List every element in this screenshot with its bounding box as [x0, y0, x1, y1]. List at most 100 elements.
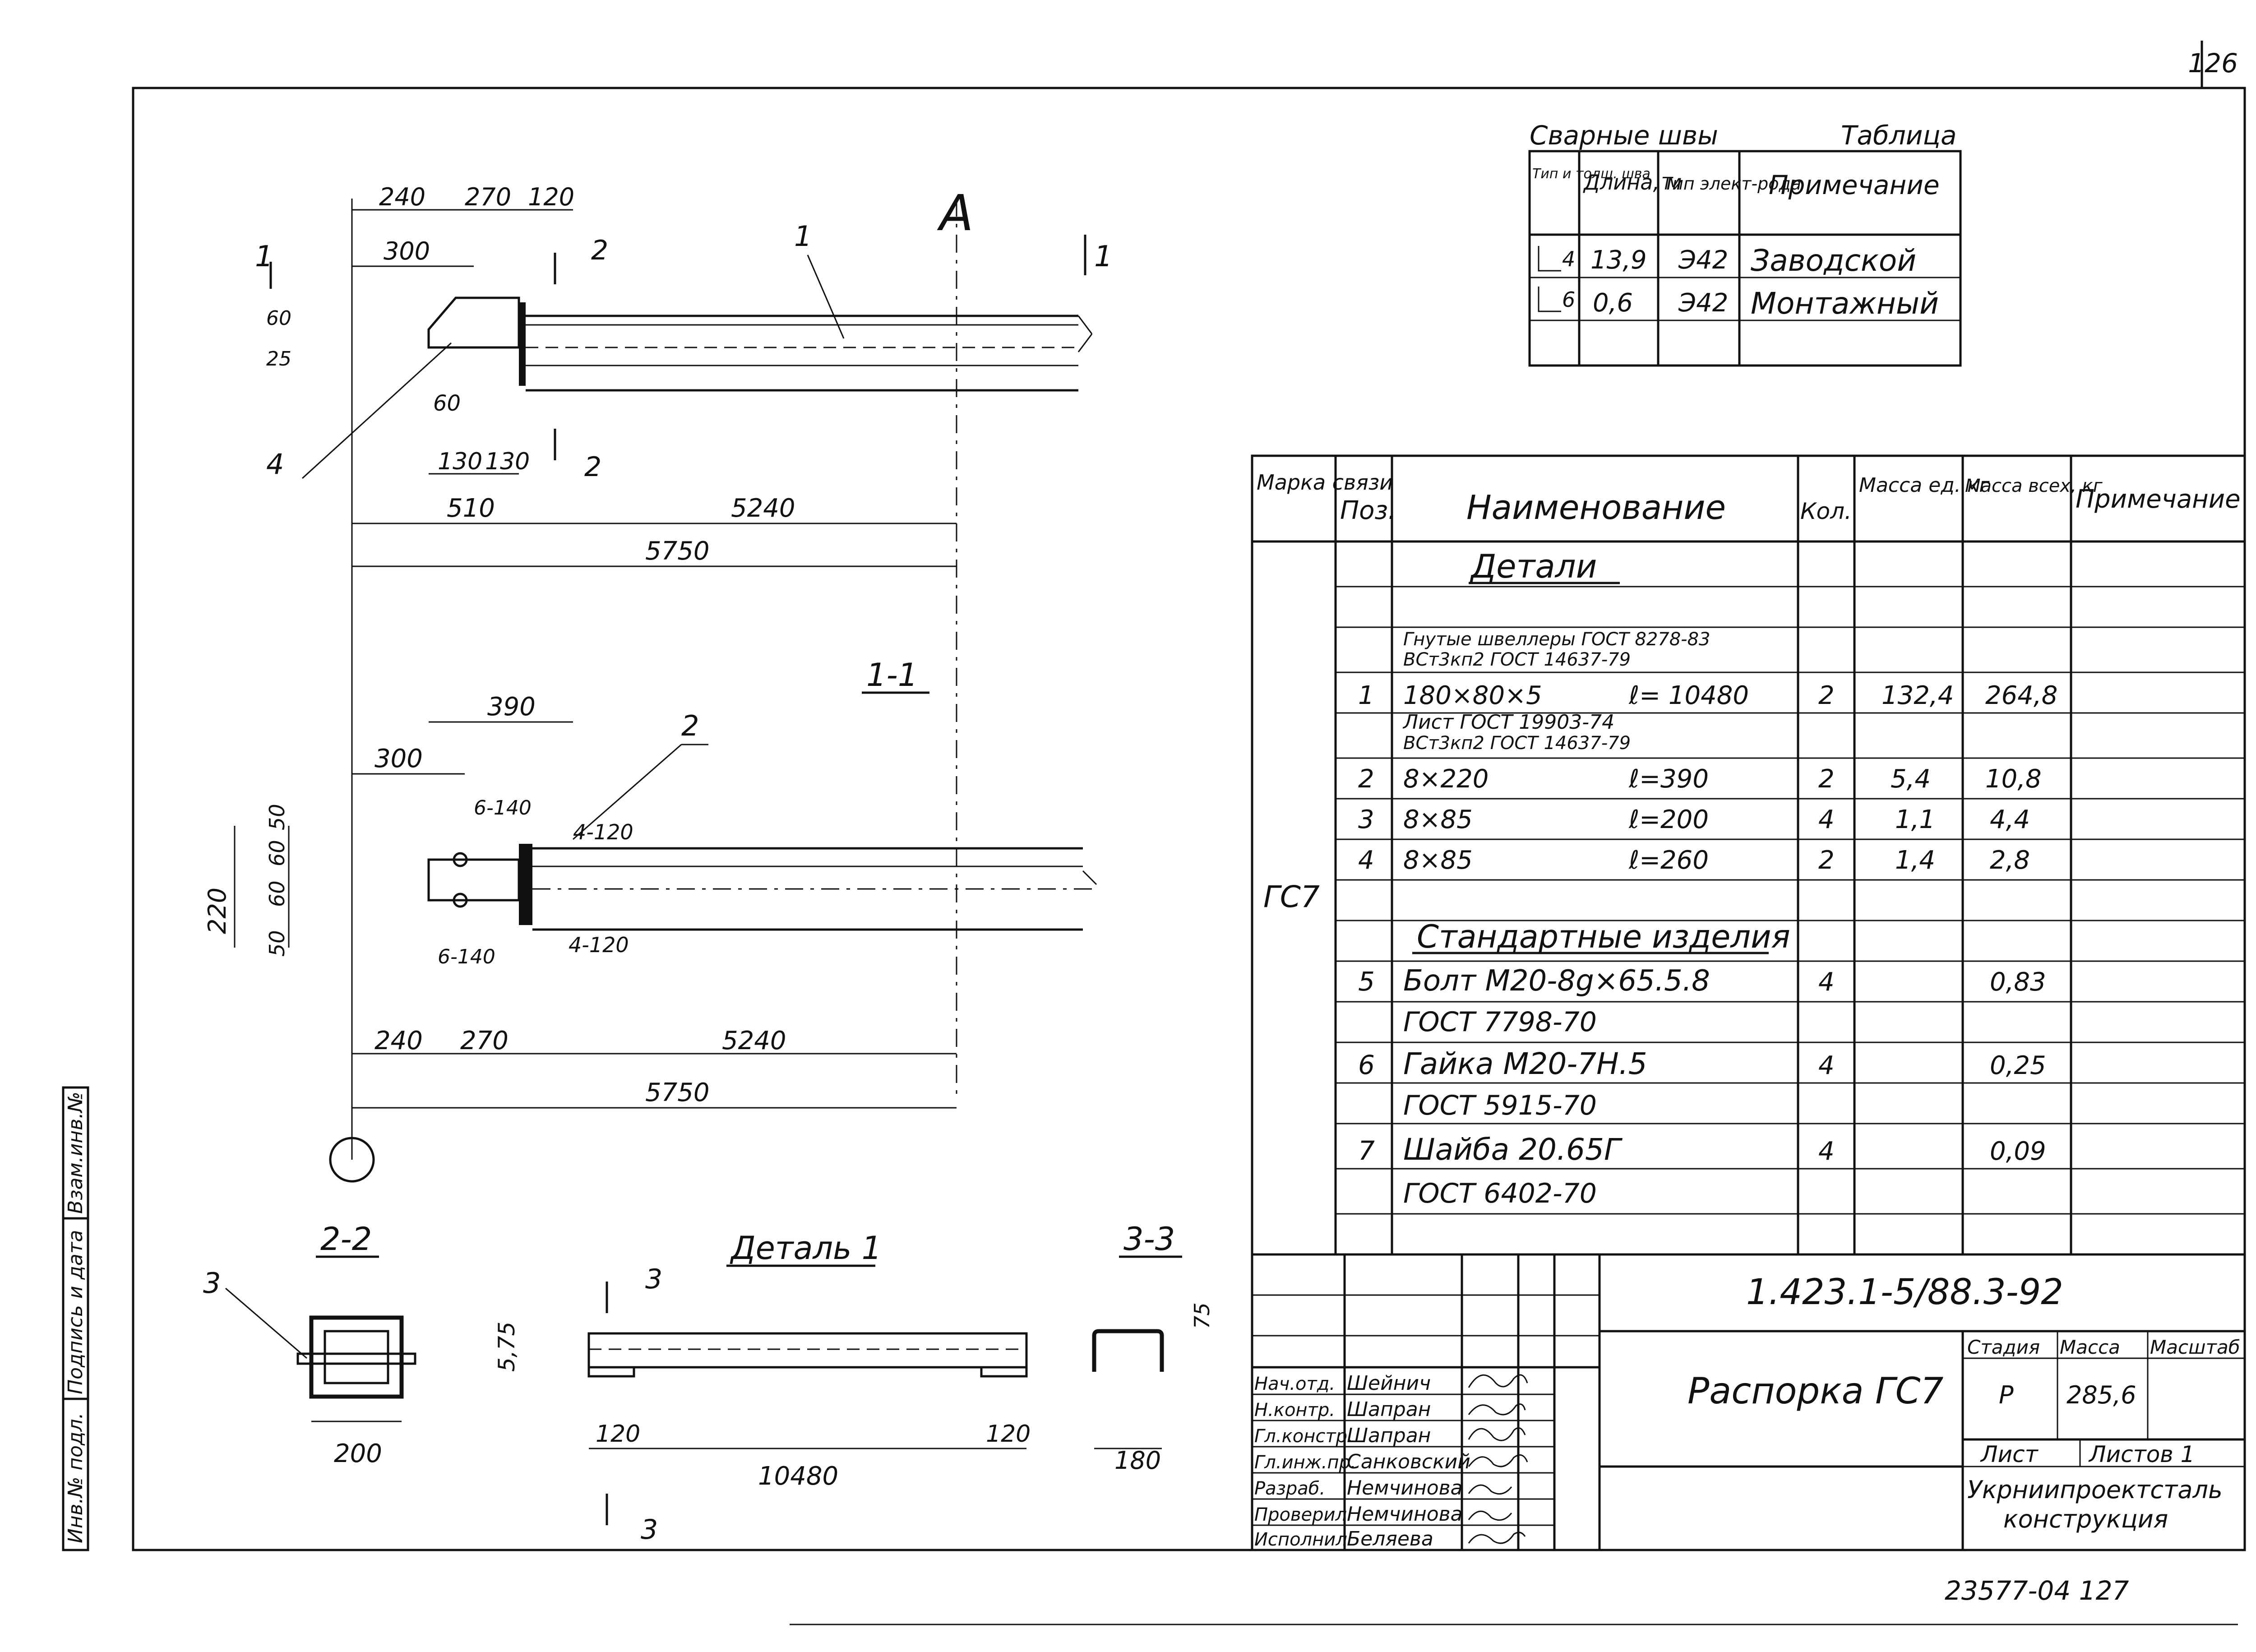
role-4: Гл.инж.пр. — [1254, 1452, 1356, 1473]
dim-120-left: 120 — [596, 1421, 640, 1448]
spec-row-6-pos: 6 — [1358, 1050, 1375, 1080]
dim-5750: 5750 — [645, 1078, 710, 1107]
section-label: 2 — [584, 451, 601, 483]
role-2: Н.контр. — [1254, 1400, 1335, 1421]
stage-label: Стадия — [1967, 1336, 2040, 1358]
spec-row-4-mass-total: 2,8 — [1990, 846, 2030, 875]
mass-value: 285,6 — [2066, 1381, 2136, 1409]
callout-4: 4 — [266, 448, 284, 481]
gusset-plate — [427, 296, 520, 349]
spec-row-3-pos: 3 — [1358, 805, 1374, 834]
dim-120: 120 — [528, 183, 574, 211]
spec-row-4-mass-unit: 1,4 — [1895, 846, 1935, 875]
spec-row-7-pos: 7 — [1358, 1135, 1375, 1166]
dim-4-120-bottom: 4-120 — [569, 933, 629, 957]
stamp-inv-label: Инв.№ подл. — [64, 1412, 87, 1543]
channel-side — [587, 1332, 1028, 1369]
section-label: 1 — [1094, 240, 1113, 273]
person-3: Шапран — [1347, 1424, 1431, 1447]
side-stamp-frame — [62, 1086, 89, 1551]
spec-header-name: Наименование — [1466, 488, 1726, 527]
detail-1-view: Деталь 1 5,75 120 120 10480 3 3 — [494, 1230, 1031, 1546]
spec-row-3-qty: 4 — [1818, 805, 1835, 834]
spec-row-6-name: Гайка М20-7Н.5 — [1403, 1046, 1647, 1081]
weld-header-length: Длина, м — [1583, 170, 1682, 194]
section-plate — [296, 1352, 416, 1365]
dim-25: 25 — [266, 347, 291, 370]
signature-scribble — [1468, 1454, 1528, 1467]
weld-symbol-icon — [1538, 246, 1561, 272]
dim-60a: 60 — [265, 840, 289, 866]
spec-row-1-len: ℓ= 10480 — [1628, 681, 1749, 710]
callout-2: 2 — [681, 709, 699, 742]
dim-240: 240 — [374, 1026, 423, 1055]
dim-270: 270 — [460, 1026, 509, 1055]
stage-value: Р — [1999, 1381, 2014, 1409]
section-label: 2 — [591, 235, 608, 266]
spec-row-6-mass-total: 0,25 — [1990, 1051, 2046, 1080]
spec-row-7-qty: 4 — [1818, 1137, 1835, 1166]
spec-sheet-text-1: Лист ГОСТ 19903-74 — [1402, 711, 1614, 734]
weld-row-1-note: Заводской — [1751, 243, 1916, 278]
spec-row-7-std: ГОСТ 6402-70 — [1403, 1178, 1597, 1209]
spec-row-7-name: Шайба 20.65Г — [1403, 1132, 1623, 1167]
view-2-2-label: 2-2 — [320, 1221, 372, 1258]
section-label: 3 — [645, 1263, 662, 1295]
spec-section-details: Детали — [1470, 547, 1597, 585]
spec-header-note: Примечание — [2076, 485, 2241, 514]
sheet-label: Лист — [1980, 1441, 2039, 1467]
spec-header-mass-unit: Масса ед. кг — [1859, 474, 1990, 497]
view-3-3-label: 3-3 — [1123, 1221, 1175, 1258]
spec-row-4-qty: 2 — [1818, 846, 1835, 875]
spec-row-2-len: ℓ=390 — [1628, 764, 1709, 794]
weld-row-2-note: Монтажный — [1751, 286, 1939, 321]
spec-table-frame — [1251, 454, 2246, 1256]
spec-row-6-std: ГОСТ 5915-70 — [1403, 1090, 1597, 1121]
role-7: Исполнил — [1254, 1529, 1347, 1550]
dim-120-right: 120 — [986, 1421, 1031, 1448]
signature-scribble — [1468, 1510, 1512, 1521]
mass-label: Масса — [2060, 1336, 2120, 1358]
dim-270: 270 — [465, 183, 511, 211]
break-line — [1077, 315, 1093, 334]
section-2-2-view: 2-2 200 3 — [203, 1221, 416, 1468]
weld-table-frame — [1528, 150, 1962, 367]
dim-10480: 10480 — [758, 1462, 838, 1491]
section-label: 3 — [641, 1514, 658, 1546]
weld-row-1-electrode: Э42 — [1678, 245, 1728, 275]
dim-6-140-top: 6-140 — [474, 796, 532, 819]
spec-channel-text-1: Гнутые швеллеры ГОСТ 8278-83 — [1403, 629, 1710, 650]
dim-300: 300 — [374, 744, 423, 773]
spec-row-2-pos: 2 — [1358, 764, 1374, 794]
person-5: Немчинова — [1347, 1476, 1463, 1499]
spec-row-5-pos: 5 — [1358, 966, 1375, 997]
person-1: Шейнич — [1347, 1372, 1431, 1395]
stamp-sign-label: Подпись и дата — [64, 1230, 87, 1394]
section-inner — [324, 1330, 389, 1384]
view-1-1-label: 1-1 — [866, 657, 918, 694]
weld-table-title: Сварные швы — [1530, 120, 1718, 151]
spec-mark: ГС7 — [1263, 879, 1320, 914]
callout-1: 1 — [794, 220, 812, 253]
weld-header-electrode: Тип элект-рода — [1662, 174, 1801, 194]
spec-row-4-name: 8×85 — [1403, 846, 1473, 875]
weld-row-1-length: 13,9 — [1590, 245, 1647, 275]
weld-table-label: Таблица — [1841, 120, 1957, 151]
dim-6-140-bottom: 6-140 — [438, 945, 495, 968]
drawing-code: 1.423.1-5/88.3-92 — [1746, 1272, 2063, 1313]
spec-row-1-name: 180×80×5 — [1403, 681, 1542, 710]
end-plate — [980, 1366, 1028, 1378]
weld-table: Сварные швы Таблица Тип и толщ. шва Длин… — [1528, 120, 1962, 367]
dim-50a: 50 — [265, 804, 289, 830]
spec-row-7-mass-total: 0,09 — [1990, 1137, 2046, 1166]
signature-scribble — [1468, 1403, 1526, 1416]
dim-240: 240 — [379, 183, 425, 211]
bolt-hole — [453, 893, 468, 908]
spec-row-3-mass-unit: 1,1 — [1895, 805, 1935, 834]
dim-220: 220 — [203, 888, 231, 934]
spec-row-1-qty: 2 — [1818, 681, 1835, 710]
side-stamp: Инв.№ подл. Подпись и дата Взам.инв.№ — [62, 1086, 89, 1551]
spec-row-1-mass-unit: 132,4 — [1882, 681, 1954, 710]
role-6: Проверил — [1254, 1504, 1347, 1525]
